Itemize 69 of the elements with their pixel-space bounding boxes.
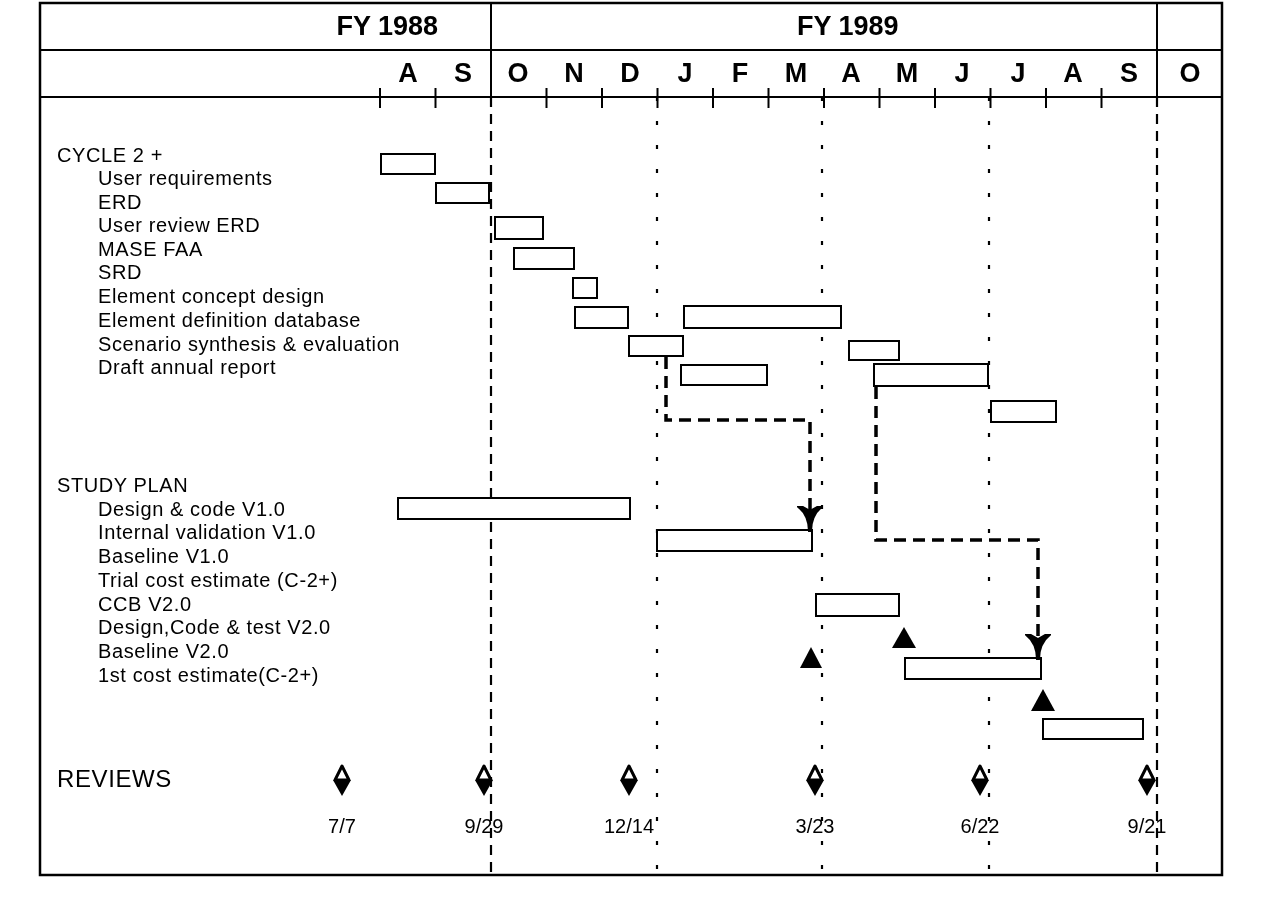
month-heading: S xyxy=(453,57,473,89)
milestone-triangle xyxy=(892,627,916,648)
task-bar xyxy=(848,340,900,361)
task-label: Design,Code & test V2.0 xyxy=(98,615,331,639)
review-diamond xyxy=(970,764,990,796)
task-label: Trial cost estimate (C-2+) xyxy=(98,568,338,592)
task-label: Scenario synthesis & evaluation xyxy=(98,332,401,356)
month-heading: A xyxy=(397,57,419,89)
month-heading: O xyxy=(506,57,530,89)
task-label: SRD xyxy=(98,260,143,284)
task-bar xyxy=(397,497,631,520)
month-heading: A xyxy=(840,57,862,89)
review-date: 3/23 xyxy=(794,814,836,838)
review-date: 6/22 xyxy=(959,814,1001,838)
task-bar xyxy=(815,593,900,617)
task-label: Element definition database xyxy=(98,308,362,332)
task-bar xyxy=(656,529,813,552)
review-diamond xyxy=(474,764,494,796)
task-label: 1st cost estimate(C-2+) xyxy=(98,663,320,687)
task-bar xyxy=(990,400,1057,423)
month-heading: J xyxy=(1009,57,1027,89)
task-bar xyxy=(628,335,684,357)
task-label: Draft annual report xyxy=(98,355,277,379)
review-date: 9/21 xyxy=(1126,814,1168,838)
group-heading: REVIEWS xyxy=(57,764,172,794)
task-label: User review ERD xyxy=(98,213,261,237)
review-date: 12/14 xyxy=(602,814,656,838)
group-heading: CYCLE 2 + xyxy=(57,143,163,167)
task-bar xyxy=(380,153,436,175)
task-bar xyxy=(904,657,1042,680)
review-date: 9/29 xyxy=(463,814,505,838)
month-heading: D xyxy=(619,57,641,89)
task-label: Baseline V2.0 xyxy=(98,639,230,663)
task-bar xyxy=(513,247,575,270)
month-heading: S xyxy=(1119,57,1139,89)
month-heading: F xyxy=(730,57,750,89)
task-label: CCB V2.0 xyxy=(98,592,192,616)
task-bar xyxy=(572,277,598,299)
review-diamond xyxy=(805,764,825,796)
milestone-triangle xyxy=(1031,689,1055,711)
milestone-triangle xyxy=(800,647,822,668)
task-label: Element concept design xyxy=(98,284,325,308)
task-bar xyxy=(873,363,989,387)
month-heading: A xyxy=(1062,57,1084,89)
month-heading: M xyxy=(783,57,809,89)
task-label: Design & code V1.0 xyxy=(98,497,286,521)
task-bar xyxy=(680,364,768,386)
review-date: 7/7 xyxy=(327,814,357,838)
month-heading: J xyxy=(676,57,694,89)
task-label: MASE FAA xyxy=(98,237,203,261)
task-label: ERD xyxy=(98,190,143,214)
year-heading: FY 1989 xyxy=(797,10,899,42)
task-label: Baseline V1.0 xyxy=(98,544,230,568)
year-heading: FY 1988 xyxy=(335,10,438,42)
task-bar xyxy=(494,216,544,240)
review-diamond xyxy=(1137,764,1157,796)
month-heading: O xyxy=(1178,57,1202,89)
group-heading: STUDY PLAN xyxy=(57,473,189,497)
task-bar xyxy=(1042,718,1144,740)
month-heading: J xyxy=(953,57,971,89)
review-diamond xyxy=(332,764,352,796)
task-bar xyxy=(683,305,842,329)
month-heading: M xyxy=(894,57,920,89)
task-bar xyxy=(574,306,629,329)
review-diamond xyxy=(619,764,639,796)
task-label: User requirements xyxy=(98,166,273,190)
month-heading: N xyxy=(563,57,585,89)
task-label: Internal validation V1.0 xyxy=(98,520,316,544)
task-bar xyxy=(435,182,490,204)
